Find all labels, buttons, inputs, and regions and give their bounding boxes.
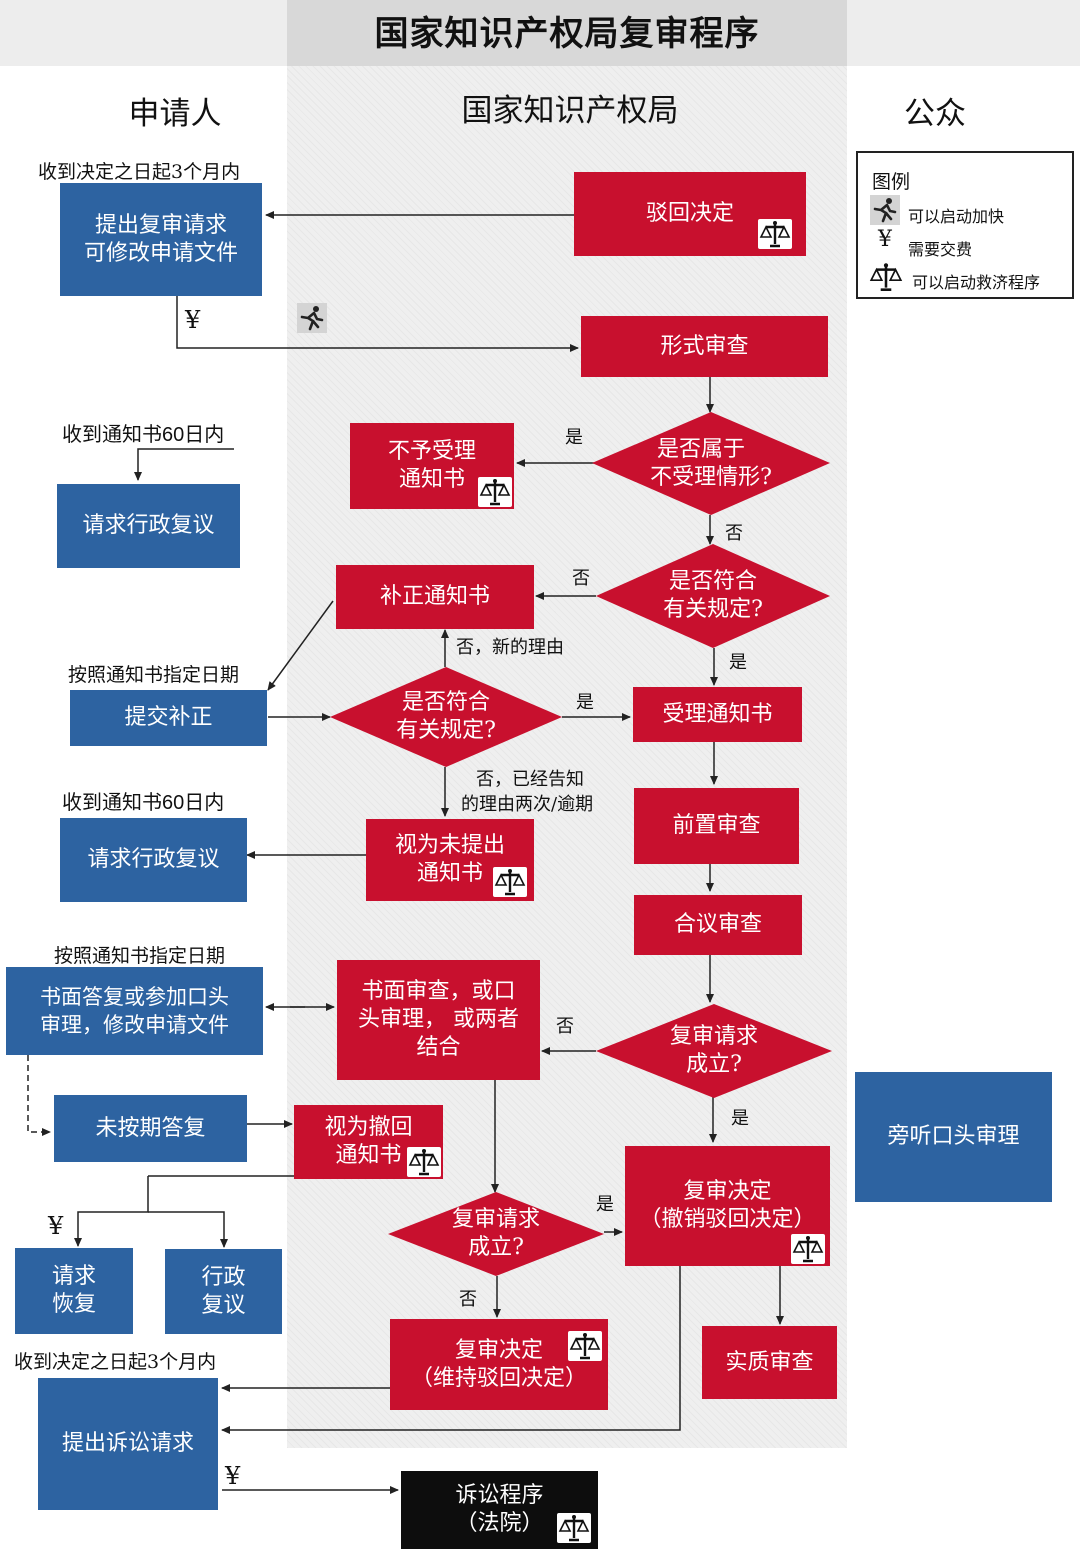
decision-diamond-review-valid-1-text: 复审请求成立? <box>669 1024 758 1077</box>
legend-fee-label: 需要交费 <box>908 240 973 259</box>
fee-icon-review: ¥ <box>185 306 201 334</box>
fee-icon-restore: ¥ <box>48 1212 64 1240</box>
flow-label-no: 否 <box>725 523 743 544</box>
correction-notice-box: 补正通知书 <box>336 565 534 629</box>
decision-diamond-compliance-2 <box>330 667 562 767</box>
attend-oral-hearing-box: 旁听口头审理 <box>855 1072 1052 1202</box>
legend-remedy-label: 可以启动救济程序 <box>912 273 1041 292</box>
flow-label-no-twice-1: 否，已经告知 <box>476 769 584 790</box>
admin-review-box-1: 请求行政复议 <box>57 484 240 568</box>
legend-expedite-label: 可以启动加快 <box>908 207 1005 226</box>
remedy-scale-icon-maintain <box>568 1331 602 1361</box>
expedite-icon <box>870 195 900 225</box>
collegiate-exam-box: 合议审查 <box>634 895 802 955</box>
title-band-center <box>287 0 847 66</box>
column-header-public: 公众 <box>904 96 966 132</box>
flow-label-no-twice-2: 的理由两次/逾期 <box>461 794 594 815</box>
flow-label-no: 否 <box>459 1289 477 1310</box>
fee-icon: ¥ <box>878 227 892 252</box>
note-deadline-3-months: 收到决定之日起3个月内 <box>38 161 241 183</box>
decision-diamond-review-valid-1 <box>596 1004 832 1098</box>
note-deadline-60-days-2: 收到通知书60日内 <box>62 792 225 814</box>
legend-title: 图例 <box>872 171 911 193</box>
written-reply-box: 书面答复或参加口头审理，修改申请文件 <box>6 967 263 1055</box>
expedite-icon-review <box>297 303 327 333</box>
page-title: 国家知识产权局复审程序 <box>374 14 760 54</box>
late-reply-box: 未按期答复 <box>54 1095 247 1162</box>
request-restore-box: 请求恢复 <box>15 1248 133 1334</box>
remedy-scale-icon-deemed-not-filed <box>493 867 527 897</box>
remedy-scale-icon-reject <box>758 219 792 249</box>
admin-review-box-3: 行政复议 <box>165 1249 282 1334</box>
decision-revoke-box: 复审决定（撤销驳回决定） <box>625 1146 830 1266</box>
flow-label-yes: 是 <box>576 692 594 713</box>
submit-correction-box: 提交补正 <box>70 690 267 746</box>
note-deadline-60-days: 收到通知书60日内 <box>62 424 225 446</box>
remedy-scale-icon-withdrawn <box>407 1147 441 1177</box>
remedy-scale-icon <box>868 261 904 293</box>
flow-label-yes: 是 <box>596 1194 614 1215</box>
decision-diamond-compliance-2-text: 是否符合有关规定? <box>396 690 496 743</box>
flow-label-no: 否 <box>572 568 590 589</box>
remedy-scale-icon-court <box>557 1513 591 1543</box>
flow-label-yes: 是 <box>565 427 583 448</box>
note-designated-date: 按照通知书指定日期 <box>68 664 240 686</box>
litigation-court-box: 诉讼程序（法院） <box>401 1471 598 1549</box>
flow-label-yes: 是 <box>731 1108 749 1129</box>
litigation-request-box: 提出诉讼请求 <box>38 1378 218 1510</box>
deemed-not-filed-box: 视为未提出通知书 <box>366 819 534 901</box>
flow-label-no-new-reason: 否，新的理由 <box>456 637 564 658</box>
remedy-scale-icon-revoke <box>791 1234 825 1264</box>
flow-label-no: 否 <box>556 1016 574 1037</box>
decision-diamond-review-valid-2 <box>388 1192 604 1276</box>
fee-icon-litigation: ¥ <box>225 1462 241 1490</box>
note-deadline-3-months-2: 收到决定之日起3个月内 <box>14 1351 217 1373</box>
flow-label-yes: 是 <box>729 652 747 673</box>
column-header-cnipa: 国家知识产权局 <box>461 93 679 129</box>
admin-review-box-2: 请求行政复议 <box>60 818 247 902</box>
decision-diamond-not-accept <box>592 412 830 515</box>
decision-diamond-not-accept-text: 是否属于不受理情形? <box>650 436 772 490</box>
pre-exam-box: 前置审查 <box>634 788 799 864</box>
column-header-applicant: 申请人 <box>128 96 222 132</box>
remedy-scale-icon-not-accept <box>478 477 512 507</box>
acceptance-notice-box: 受理通知书 <box>633 687 802 742</box>
substantive-exam-box: 实质审查 <box>702 1326 837 1399</box>
written-or-oral-exam-box: 书面审查，或口头审理， 或两者结合 <box>337 960 540 1080</box>
decision-diamond-review-valid-2-text: 复审请求成立? <box>451 1207 540 1260</box>
formal-exam-box: 形式审查 <box>581 316 828 377</box>
submit-review-request-box: 提出复审请求可修改申请文件 <box>60 183 262 296</box>
legend: 图例 可以启动加快 ¥ 需要交费 可以启动救济程序 <box>856 151 1074 299</box>
decision-maintain-box: 复审决定（维持驳回决定） <box>390 1319 608 1410</box>
decision-diamond-compliance-1-text: 是否符合有关规定? <box>663 569 763 622</box>
decision-diamond-compliance-1 <box>596 544 830 648</box>
note-designated-date-2: 按照通知书指定日期 <box>54 945 226 967</box>
